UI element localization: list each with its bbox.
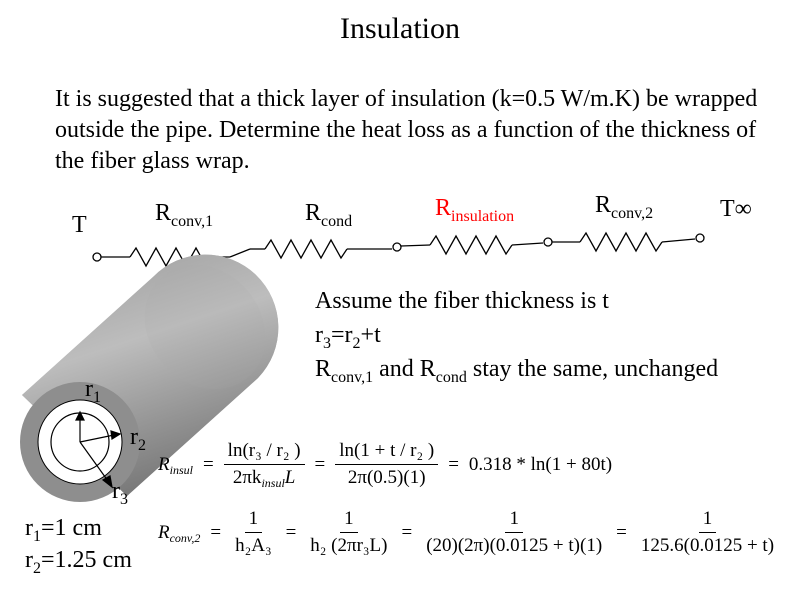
equation-r-insul: Rinsul = ln(r₃ / r₂ )2πkinsulL = ln(1 + … (158, 440, 613, 490)
node-t-left (92, 252, 102, 262)
label-r-cond: Rcond (305, 200, 353, 230)
node-2 (543, 237, 553, 247)
resistor-cond (264, 238, 348, 260)
resistor-insulation (429, 234, 513, 256)
resistor-conv2 (579, 231, 663, 253)
given-r1: r1=1 cm (25, 515, 102, 545)
label-r3: r3 (112, 478, 128, 508)
label-t-left: T (72, 212, 87, 238)
pipe-drawing (20, 254, 279, 502)
note-r3: r3=r2+t (315, 322, 381, 352)
node-t-inf (695, 233, 705, 243)
slide-title: Insulation (340, 12, 460, 45)
problem-statement: It is suggested that a thick layer of in… (55, 86, 758, 174)
label-r1: r1 (85, 376, 101, 406)
given-r2: r2=1.25 cm (25, 547, 132, 577)
note-unchanged: Rconv,1 and Rcond stay the same, unchang… (315, 356, 719, 386)
label-r-insulation: Rinsulation (435, 195, 515, 225)
label-r-conv2: Rconv,2 (595, 192, 654, 222)
node-1 (392, 242, 402, 252)
label-t-inf: T∞ (720, 196, 752, 222)
label-r-conv1: Rconv,1 (155, 200, 214, 230)
note-thickness: Assume the fiber thickness is t (315, 288, 609, 314)
label-r2: r2 (130, 424, 146, 454)
